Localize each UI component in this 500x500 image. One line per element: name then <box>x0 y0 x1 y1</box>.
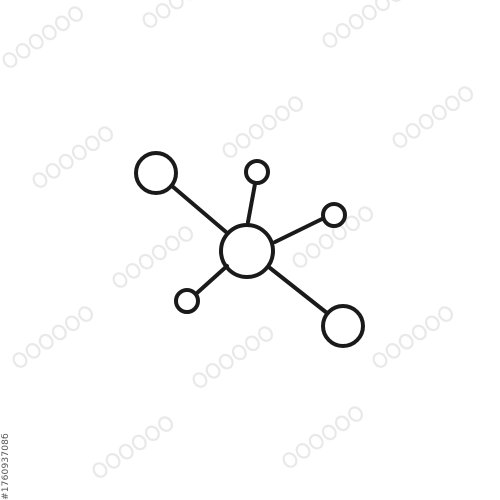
node-center <box>219 223 275 279</box>
node-right <box>321 202 347 228</box>
bond-top-left <box>170 184 228 234</box>
node-bottom-left <box>174 288 200 314</box>
node-top <box>244 159 270 185</box>
bond-right <box>273 217 324 244</box>
bond-bottom-left <box>195 264 229 295</box>
node-bottom-right <box>321 304 365 348</box>
bond-top <box>246 182 257 224</box>
node-top-left <box>134 151 178 195</box>
stock-id-label: #176093708б <box>1 433 11 500</box>
bond-bottom-right <box>268 266 329 315</box>
